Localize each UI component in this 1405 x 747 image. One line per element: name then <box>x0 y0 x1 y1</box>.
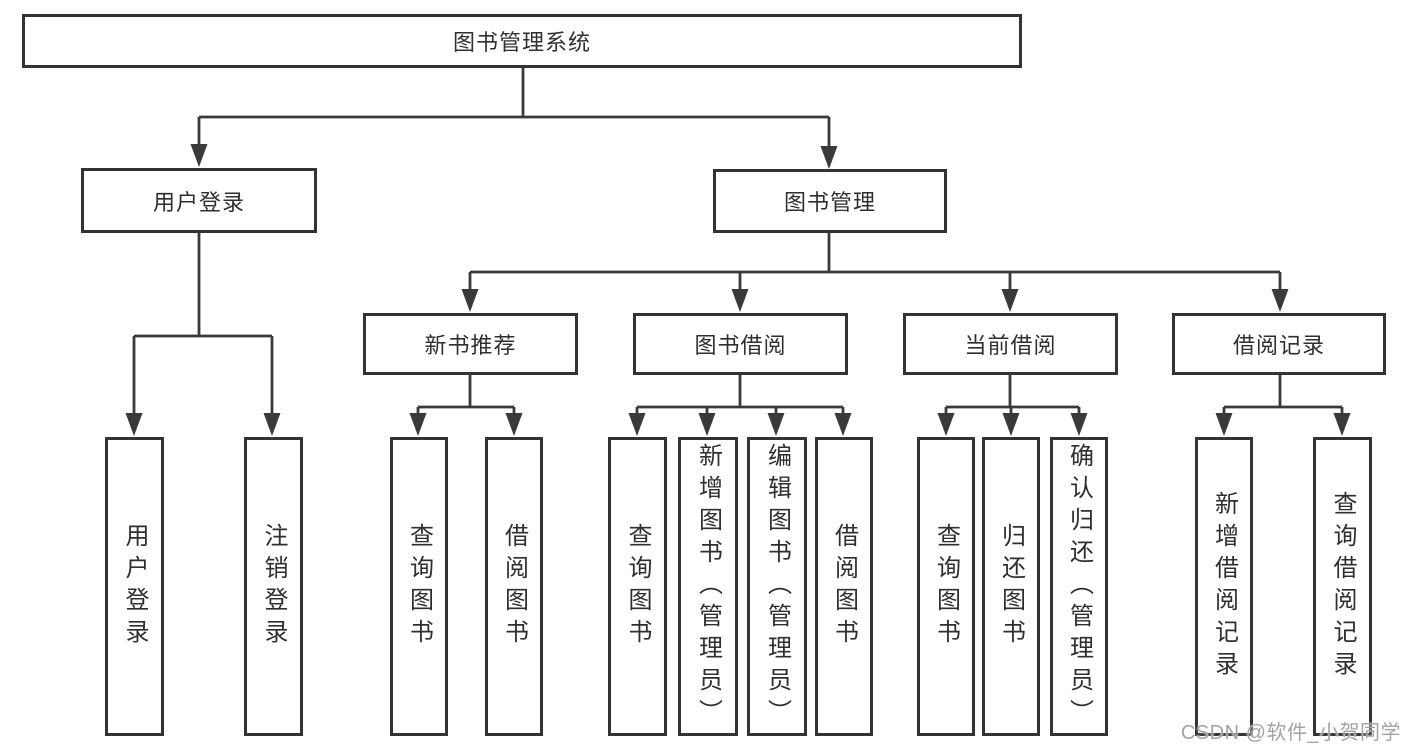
node-label: 借阅图书 <box>830 522 858 651</box>
node-leaf-borrow-books: 借阅图书 <box>815 437 873 736</box>
node-leaf-user-login: 用户登录 <box>105 437 164 736</box>
node-leaf-add-book-admin: 新增图书（管理员） <box>678 437 738 736</box>
arrow-down-icon <box>937 413 955 436</box>
arrow-down-icon <box>1002 413 1020 436</box>
node-label: 查询图书 <box>624 522 651 651</box>
arrow-down-icon <box>1215 413 1233 436</box>
node-leaf-logout: 注销登录 <box>244 437 303 736</box>
node-label: 新增图书（管理员） <box>694 442 722 731</box>
node-label: 编辑图书（管理员） <box>763 442 791 731</box>
arrow-down-icon <box>628 413 646 436</box>
node-borrowing-records: 借阅记录 <box>1172 313 1386 375</box>
node-label: 用户登录 <box>121 522 148 651</box>
arrow-down-icon <box>731 289 749 312</box>
node-user-login-branch: 用户登录 <box>81 168 317 233</box>
node-new-book-recommendation: 新书推荐 <box>363 313 578 375</box>
arrow-down-icon <box>767 413 785 436</box>
arrow-down-icon <box>1271 289 1289 312</box>
watermark: CSDN @软件_小贺同学 <box>1180 722 1401 744</box>
arrow-down-icon <box>461 289 479 312</box>
node-leaf-confirm-return-admin: 确认归还（管理员） <box>1050 437 1108 736</box>
arrow-down-icon <box>1070 413 1088 436</box>
node-book-management: 图书管理 <box>713 169 947 233</box>
arrow-down-icon <box>190 144 208 167</box>
arrow-down-icon <box>505 413 523 436</box>
arrow-down-icon <box>1001 289 1019 312</box>
node-label: 图书管理系统 <box>452 30 591 55</box>
node-leaf-add-borrow-record: 新增借阅记录 <box>1195 437 1253 736</box>
node-label: 查询借阅记录 <box>1329 490 1356 683</box>
arrow-down-icon <box>834 413 852 436</box>
node-label: 查询图书 <box>405 522 433 651</box>
node-label: 注销登录 <box>260 522 287 651</box>
arrow-down-icon <box>263 413 281 436</box>
node-label: 用户登录 <box>152 189 245 215</box>
node-leaf-query-books: 查询图书 <box>390 437 448 736</box>
node-leaf-query-books: 查询图书 <box>917 437 975 736</box>
node-label: 新增借阅记录 <box>1210 490 1238 683</box>
node-library-management-system: 图书管理系统 <box>22 14 1022 68</box>
arrow-down-icon <box>409 413 427 436</box>
node-label: 借阅图书 <box>500 522 528 651</box>
node-label: 新书推荐 <box>424 333 517 358</box>
arrow-down-icon <box>698 413 716 436</box>
connector-segments <box>132 67 1344 432</box>
node-leaf-query-borrow-record: 查询借阅记录 <box>1313 437 1372 736</box>
node-leaf-query-books: 查询图书 <box>608 437 667 736</box>
node-label: 查询图书 <box>932 522 960 651</box>
node-book-borrowing: 图书借阅 <box>633 313 848 375</box>
node-leaf-borrow-books: 借阅图书 <box>485 437 543 736</box>
node-label: 图书借阅 <box>694 333 787 358</box>
node-leaf-edit-book-admin: 编辑图书（管理员） <box>747 437 807 736</box>
node-current-borrowing: 当前借阅 <box>903 313 1118 375</box>
node-label: 图书管理 <box>783 190 876 215</box>
node-label: 归还图书 <box>997 522 1025 651</box>
node-label: 借阅记录 <box>1232 333 1325 358</box>
arrow-down-icon <box>820 146 838 169</box>
node-label: 确认归还（管理员） <box>1065 442 1093 731</box>
node-label: 当前借阅 <box>964 333 1057 358</box>
arrow-down-icon <box>125 413 143 436</box>
node-leaf-return-books: 归还图书 <box>982 437 1040 736</box>
arrow-down-icon <box>1333 413 1351 436</box>
